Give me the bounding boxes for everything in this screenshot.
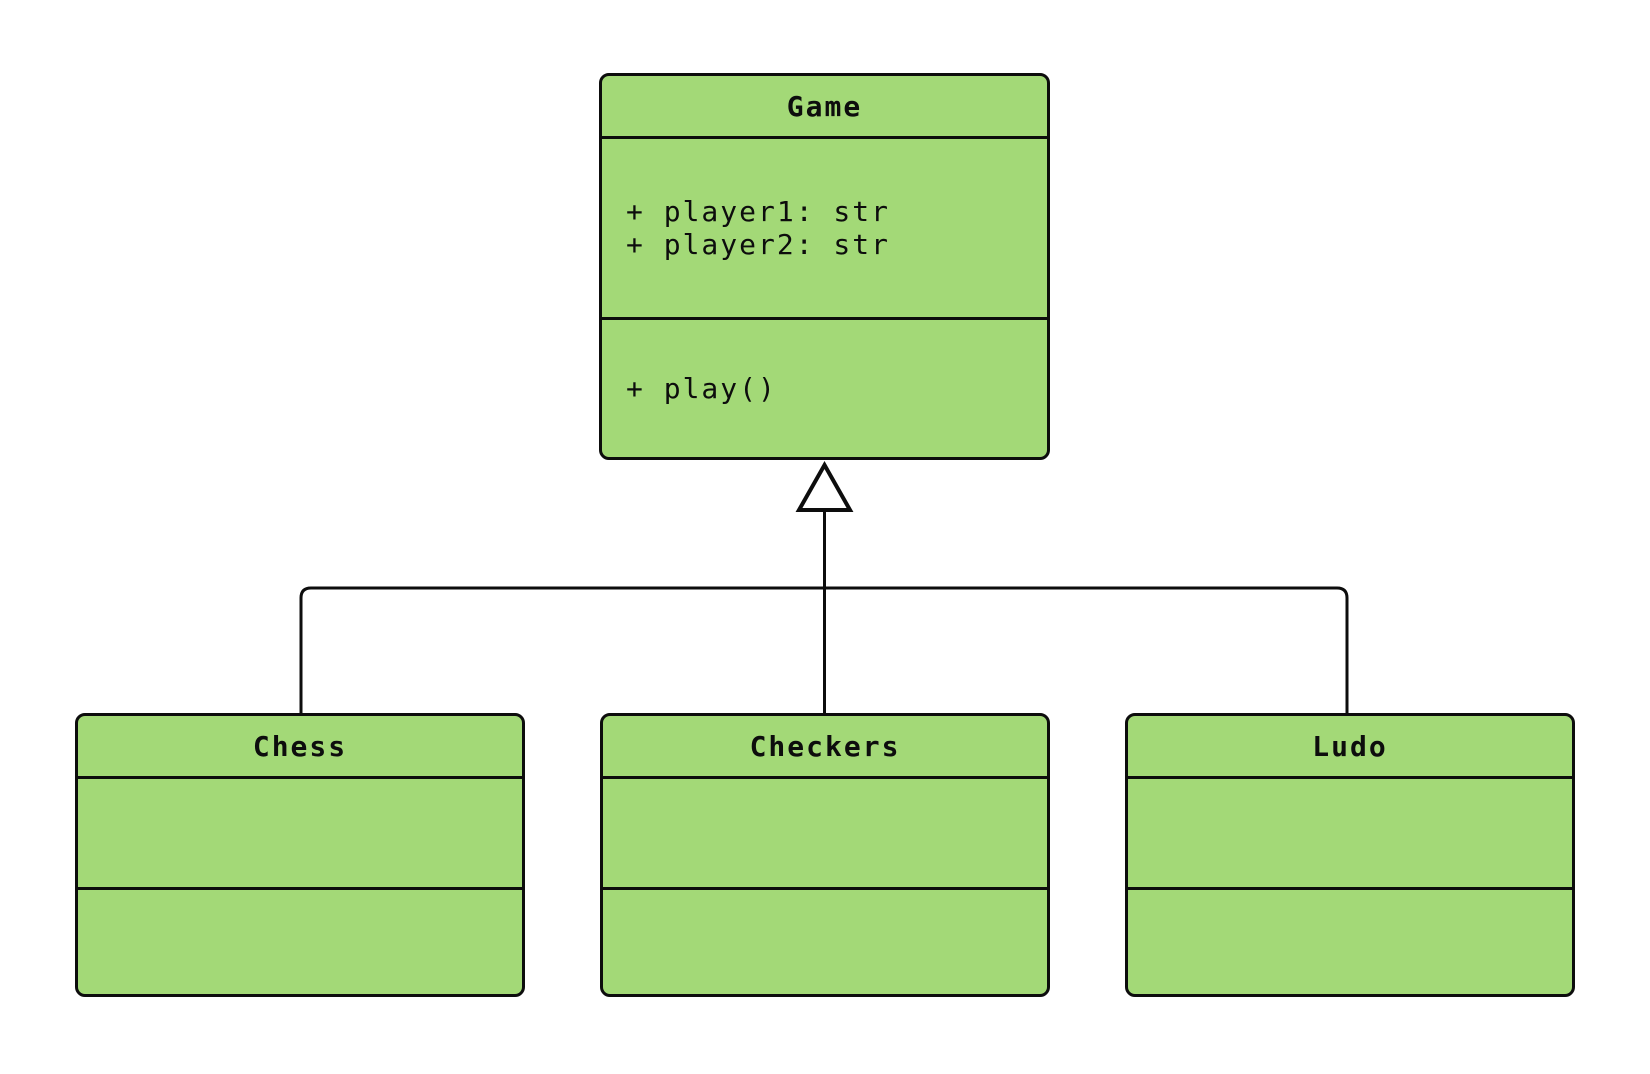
class-title-ludo: Ludo: [1128, 716, 1572, 779]
class-box-game[interactable]: Game + player1: str + player2: str + pla…: [599, 73, 1050, 460]
attribute-line: + player2: str: [626, 228, 891, 261]
class-attributes-checkers: [603, 779, 1047, 890]
edge-ludo-branch: [824, 586, 1349, 713]
class-methods-chess: [78, 890, 522, 994]
class-methods-ludo: [1128, 890, 1572, 994]
class-title-game: Game: [602, 76, 1047, 139]
method-line: + play(): [626, 372, 777, 405]
class-attributes-game: + player1: str + player2: str: [602, 139, 1047, 320]
class-box-chess[interactable]: Chess: [75, 713, 525, 997]
class-methods-checkers: [603, 890, 1047, 994]
class-box-ludo[interactable]: Ludo: [1125, 713, 1575, 997]
class-methods-game: + play(): [602, 320, 1047, 457]
inheritance-triangle-icon: [795, 460, 854, 512]
edge-chess-branch: [299, 586, 825, 713]
attribute-line: + player1: str: [626, 195, 891, 228]
class-box-checkers[interactable]: Checkers: [600, 713, 1050, 997]
class-title-chess: Chess: [78, 716, 522, 779]
class-attributes-ludo: [1128, 779, 1572, 890]
class-attributes-chess: [78, 779, 522, 890]
class-title-checkers: Checkers: [603, 716, 1047, 779]
